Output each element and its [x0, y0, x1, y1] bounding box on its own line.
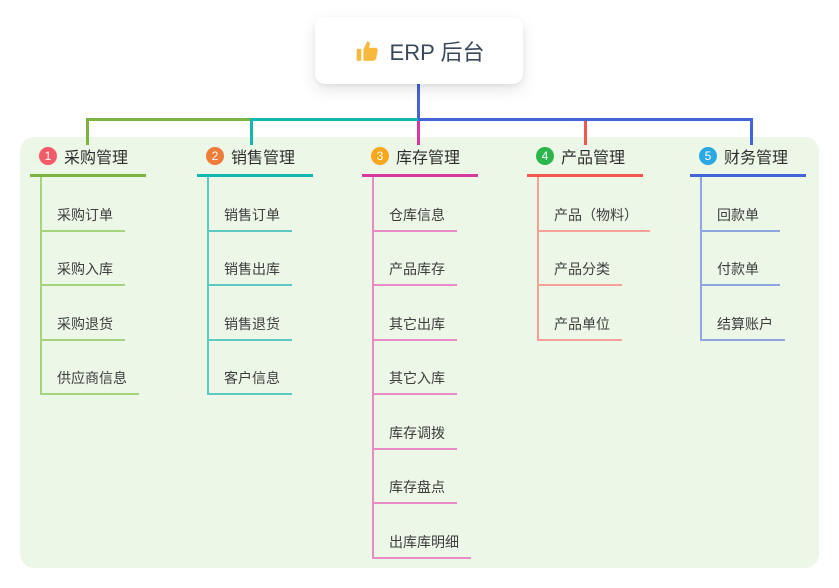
branch-header-4[interactable]: 4 产品管理	[527, 143, 643, 177]
connector-drop-branch-5	[750, 118, 753, 145]
branch-item[interactable]: 采购订单	[42, 177, 125, 232]
connector-bus-segment-2	[250, 118, 418, 121]
connector-bus-segment-1	[86, 118, 250, 121]
branch-item[interactable]: 供应商信息	[42, 341, 139, 395]
branch-header-5[interactable]: 5 财务管理	[690, 143, 806, 177]
connector-drop-branch-2	[250, 118, 253, 145]
branch-number-badge: 3	[371, 147, 389, 165]
branch-item[interactable]: 仓库信息	[374, 177, 457, 232]
branch-item[interactable]: 销售退货	[209, 286, 292, 341]
branch-label: 销售管理	[231, 150, 296, 167]
branch-item-list: 采购订单采购入库采购退货供应商信息	[40, 177, 146, 395]
branch-item[interactable]: 回款单	[702, 177, 780, 232]
root-node[interactable]: ERP 后台	[315, 17, 523, 84]
branch-header-1[interactable]: 1 采购管理	[30, 143, 146, 177]
branch-item[interactable]: 客户信息	[209, 341, 292, 395]
branch-item[interactable]: 产品单位	[539, 286, 622, 341]
branch-number-badge: 5	[699, 147, 717, 165]
branch-column-5: 5 财务管理回款单付款单结算账户	[690, 143, 806, 341]
branch-number-badge: 4	[536, 147, 554, 165]
connector-drop-branch-4	[584, 121, 587, 145]
branch-item-list: 仓库信息产品库存其它出库其它入库库存调拨库存盘点出库库明细	[372, 177, 478, 559]
connector-bus-segment-3	[418, 118, 753, 121]
branch-item[interactable]: 结算账户	[702, 286, 785, 341]
branches-panel	[20, 137, 819, 568]
branch-item[interactable]: 产品分类	[539, 232, 622, 286]
branch-item[interactable]: 其它入库	[374, 341, 457, 395]
branch-item-list: 销售订单销售出库销售退货客户信息	[207, 177, 313, 395]
branch-number-badge: 1	[39, 147, 57, 165]
branch-header-2[interactable]: 2 销售管理	[197, 143, 313, 177]
branch-label: 采购管理	[64, 150, 129, 167]
connector-root-vertical	[417, 84, 420, 121]
branch-label: 财务管理	[724, 150, 789, 167]
branch-column-2: 2 销售管理销售订单销售出库销售退货客户信息	[197, 143, 313, 395]
branch-item-list: 产品（物料）产品分类产品单位	[537, 177, 650, 341]
branch-item[interactable]: 其它出库	[374, 286, 457, 341]
branch-item[interactable]: 库存盘点	[374, 450, 457, 504]
branch-item[interactable]: 产品库存	[374, 232, 457, 286]
branch-item-list: 回款单付款单结算账户	[700, 177, 806, 341]
branch-label: 库存管理	[396, 150, 461, 167]
branch-item[interactable]: 采购退货	[42, 286, 125, 341]
branch-item[interactable]: 销售订单	[209, 177, 292, 232]
branch-item[interactable]: 出库库明细	[374, 504, 471, 559]
branch-item[interactable]: 销售出库	[209, 232, 292, 286]
connector-drop-branch-1	[86, 118, 89, 145]
thumbs-up-icon	[354, 38, 380, 64]
branch-item[interactable]: 产品（物料）	[539, 177, 650, 232]
branch-column-3: 3 库存管理仓库信息产品库存其它出库其它入库库存调拨库存盘点出库库明细	[362, 143, 478, 559]
branch-item[interactable]: 采购入库	[42, 232, 125, 286]
branch-item[interactable]: 付款单	[702, 232, 780, 286]
root-label: ERP 后台	[389, 39, 485, 65]
branch-label: 产品管理	[561, 150, 626, 167]
connector-drop-branch-3	[417, 121, 420, 145]
branch-number-badge: 2	[206, 147, 224, 165]
branch-column-1: 1 采购管理采购订单采购入库采购退货供应商信息	[30, 143, 146, 395]
branch-header-3[interactable]: 3 库存管理	[362, 143, 478, 177]
branch-column-4: 4 产品管理产品（物料）产品分类产品单位	[527, 143, 650, 341]
branch-item[interactable]: 库存调拨	[374, 395, 457, 450]
